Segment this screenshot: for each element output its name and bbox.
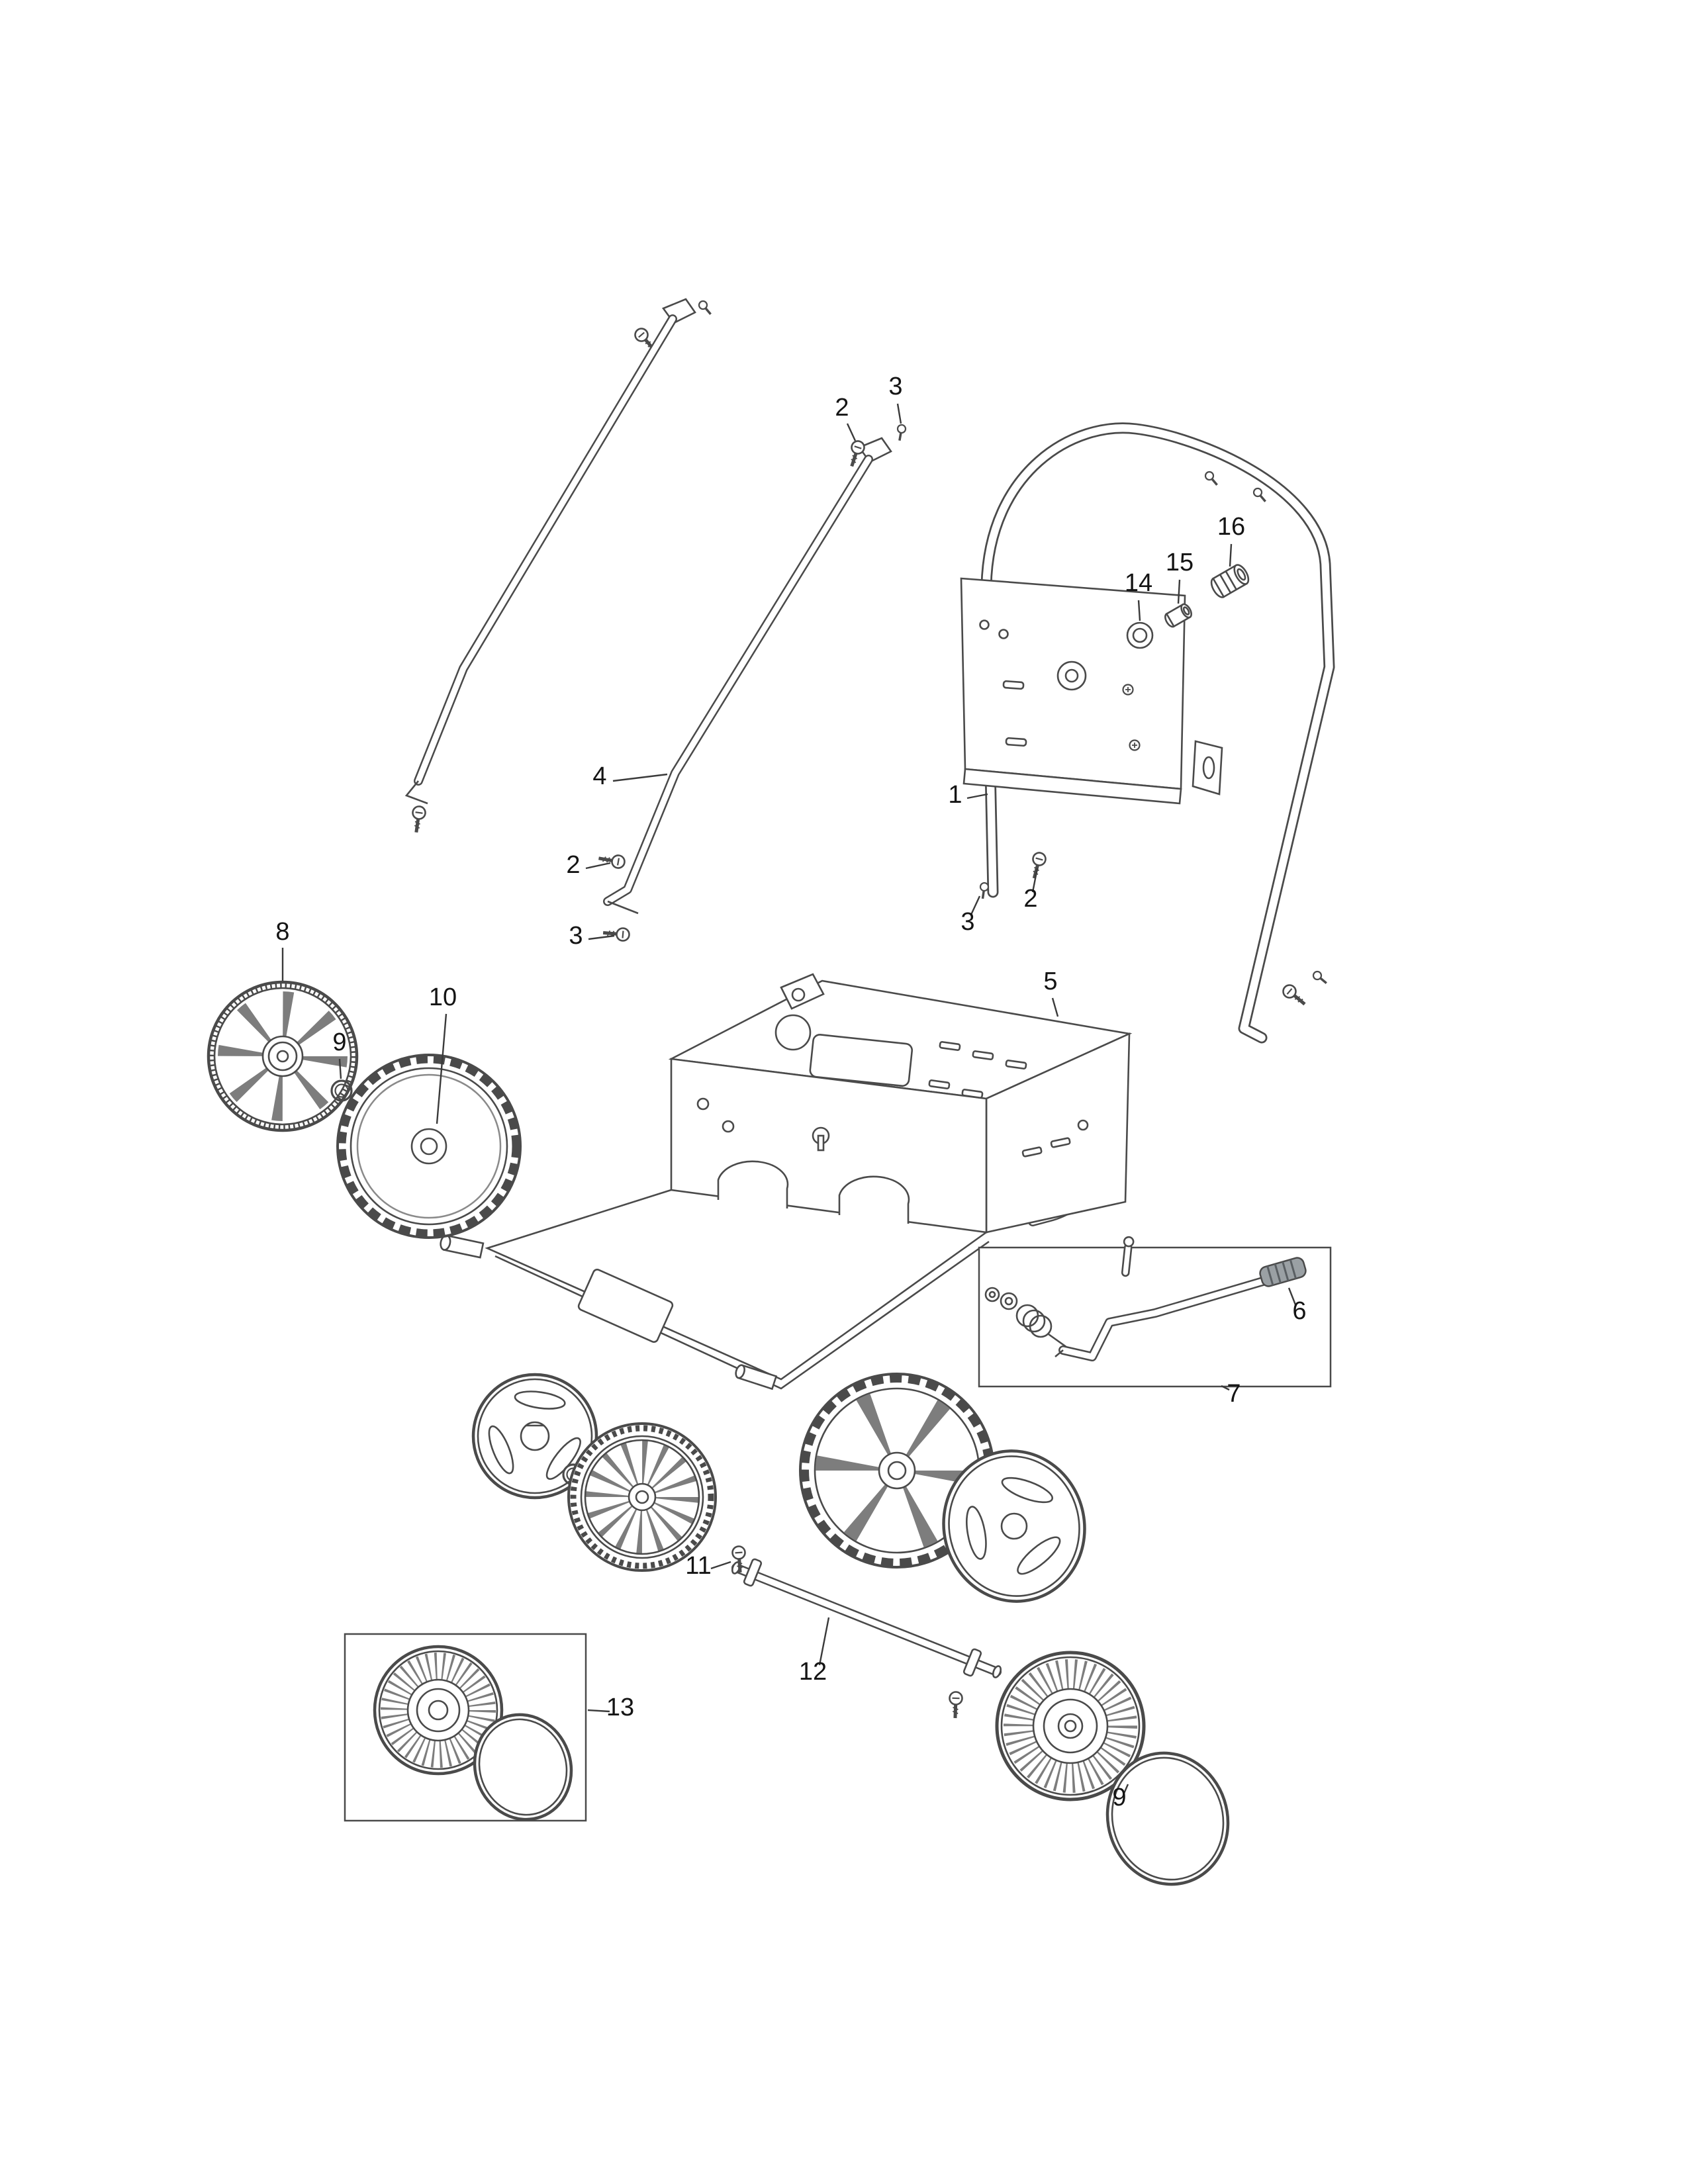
screw-part	[1028, 851, 1047, 880]
part-6-grip	[1259, 1257, 1307, 1287]
callout-2a: 2	[835, 394, 857, 441]
screw-part	[949, 1692, 962, 1718]
callout-label: 14	[1125, 569, 1152, 597]
callout-label: 3	[569, 922, 583, 950]
part-5-chassis	[440, 973, 1133, 1390]
part-14-grommet	[1126, 621, 1154, 649]
callout-label: 1	[948, 781, 962, 809]
screw-icon	[1122, 684, 1134, 696]
screw-part	[602, 927, 630, 941]
pin-part	[894, 423, 908, 443]
part-1-handle-frame	[960, 422, 1335, 1044]
callout-label: 9	[1112, 1784, 1126, 1811]
callout-3a: 3	[888, 373, 903, 424]
callout-1: 1	[948, 781, 988, 809]
part-4-support-strut-a	[404, 298, 715, 833]
screw-part	[410, 805, 426, 833]
detail-box-7	[978, 1236, 1332, 1388]
part-16-sleeve	[1210, 564, 1250, 598]
callout-3b: 3	[961, 895, 981, 936]
part-wheel-spoked	[567, 1422, 717, 1572]
callout-7: 7	[1221, 1380, 1241, 1408]
part-4-support-strut-b	[598, 423, 908, 941]
detail-box-13	[344, 1633, 587, 1822]
callout-15: 15	[1166, 549, 1194, 604]
screw-part	[1281, 983, 1309, 1009]
part-wheel-cover-slotted	[942, 1449, 1086, 1603]
pin-part	[1250, 485, 1270, 506]
callout-label: 15	[1166, 549, 1194, 576]
callout-label: 16	[1217, 513, 1245, 541]
callout-4: 4	[592, 762, 668, 790]
pin-part	[1202, 469, 1221, 489]
callouts: 2 3 16 15 14 4 1 2	[275, 373, 1306, 1811]
callout-11: 11	[685, 1552, 731, 1580]
screw-part	[598, 852, 626, 869]
callout-label: 8	[275, 918, 289, 946]
callout-12: 12	[799, 1617, 830, 1686]
callout-9a: 9	[332, 1028, 347, 1079]
callout-label: 13	[606, 1694, 634, 1721]
callout-13: 13	[587, 1694, 634, 1721]
callout-5: 5	[1043, 968, 1059, 1017]
callout-label: 11	[685, 1552, 711, 1580]
callout-2b: 2	[1023, 868, 1039, 913]
callout-label: 10	[429, 983, 457, 1011]
callout-9b: 9	[1112, 1784, 1129, 1811]
callout-label: 3	[961, 908, 974, 936]
callout-label: 4	[592, 762, 606, 790]
screw-icon	[1129, 739, 1141, 751]
part-12-axle	[731, 1558, 1002, 1678]
callout-label: 12	[799, 1658, 827, 1686]
callout-label: 7	[1227, 1380, 1241, 1408]
callout-label: 5	[1043, 968, 1057, 995]
callout-14: 14	[1125, 569, 1152, 621]
part-wheel-cover	[1105, 1751, 1230, 1886]
callout-10: 10	[429, 983, 457, 1124]
part-8-hub-cap	[207, 980, 359, 1132]
pin-part	[1310, 968, 1331, 987]
callout-label: 6	[1292, 1297, 1306, 1325]
callout-label: 2	[566, 851, 580, 879]
callout-2c: 2	[566, 851, 611, 879]
part-wheel-ribbed	[995, 1651, 1146, 1801]
callout-label: 3	[888, 373, 902, 400]
part-clip	[1121, 1236, 1135, 1277]
callout-8: 8	[275, 918, 290, 981]
part-15-bushing	[1164, 603, 1192, 628]
callout-3c: 3	[569, 922, 615, 950]
callout-label: 2	[1023, 885, 1037, 913]
callout-label: 2	[835, 394, 849, 422]
part-10-wheel-front	[336, 1054, 522, 1239]
callout-label: 9	[332, 1028, 346, 1056]
callout-16: 16	[1217, 513, 1245, 567]
callout-6: 6	[1288, 1287, 1307, 1325]
pin-part	[696, 298, 715, 318]
